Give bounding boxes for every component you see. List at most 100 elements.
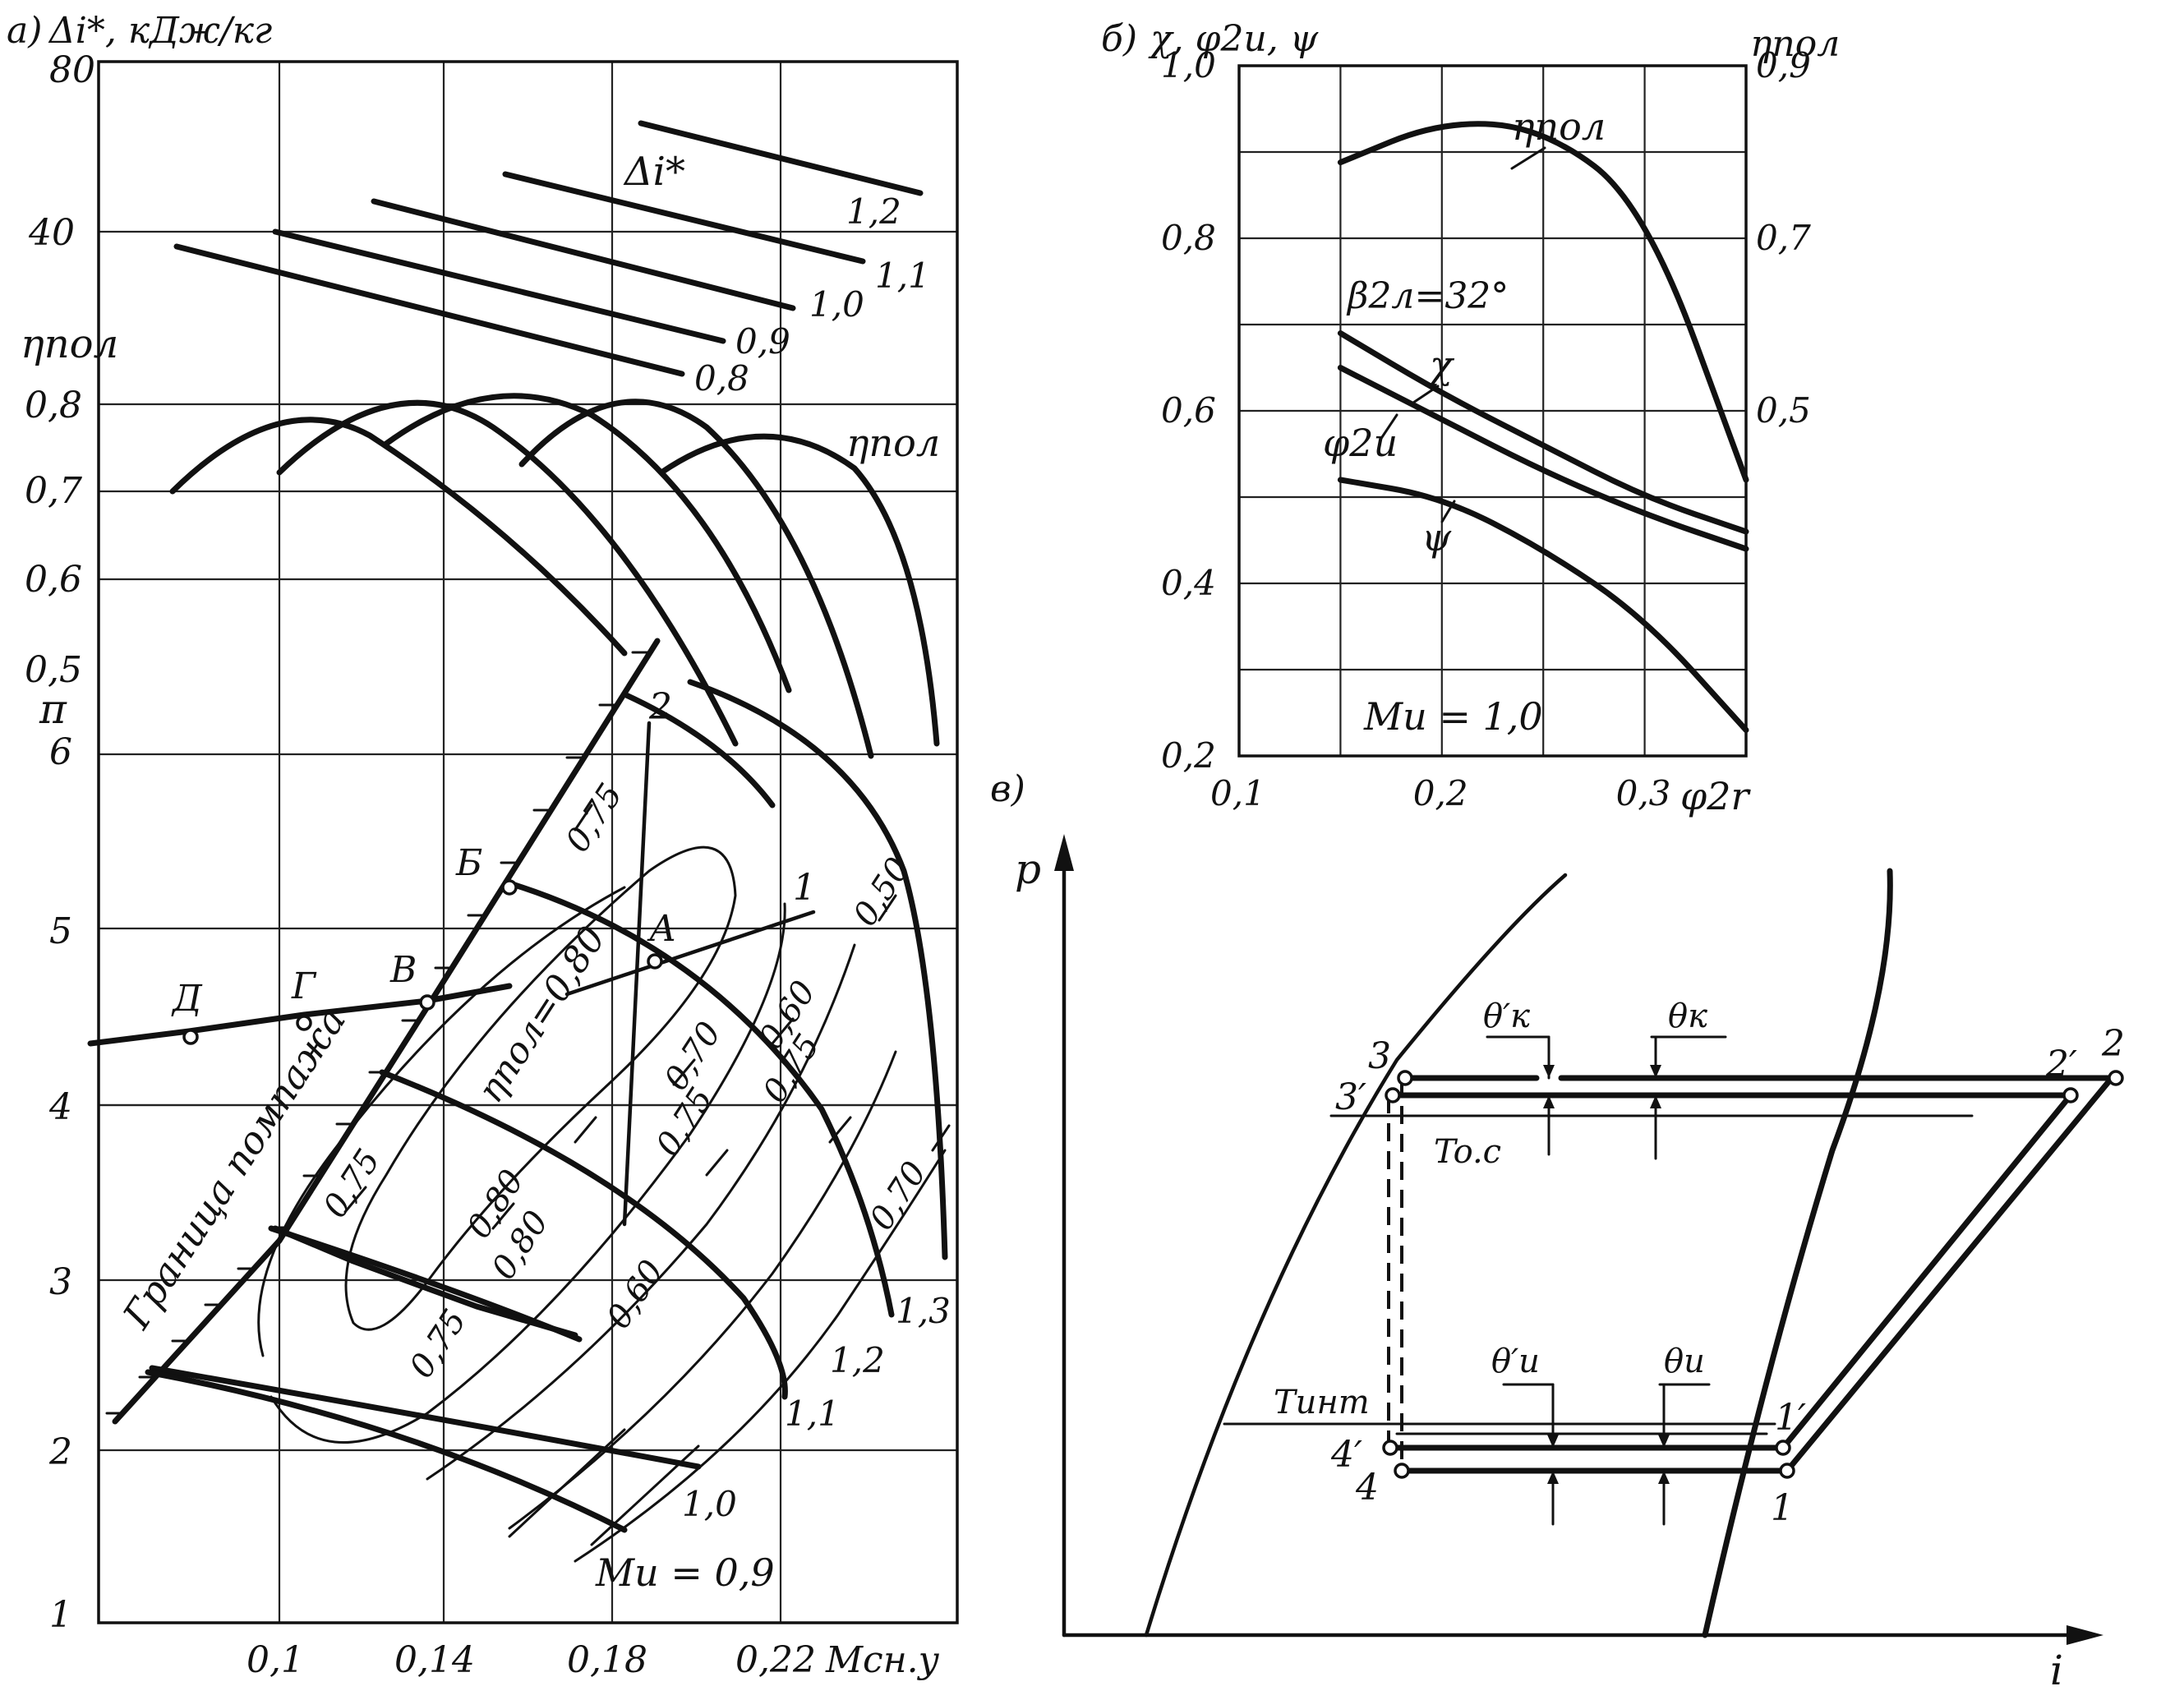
eta-curves [169,393,940,759]
x-tick: 0,22 [735,1639,816,1681]
eta-tick: 0,6 [25,559,82,601]
chi-series-label: χ [1427,343,1455,387]
pi-tick: 6 [49,731,72,773]
p-axis-arrow-icon [1054,834,1074,871]
eta-curve-title: ηпол [846,421,940,465]
panel-a-label: а) [7,10,42,52]
saturated-vapor-curve [1702,868,1893,1638]
eta-tick: 0,7 [25,470,82,512]
di-tick: 40 [28,212,75,254]
point-label: 1 [793,867,816,909]
state-label: 3 [1368,1035,1391,1077]
point-D [182,1029,199,1045]
saturated-liquid-curve [1144,873,1568,1638]
panel-b-series-line [1337,121,1749,483]
theta-k-label: θк [1668,997,1707,1035]
state-points [1382,1070,2124,1479]
mu-label: 1,3 [896,1291,951,1331]
state-labels: 3 3′ 2′ 2 4′ 4 1′ 1 [1330,1023,2125,1529]
panel-b-label: б) [1101,18,1137,60]
temperature-lines [1223,1114,1974,1435]
panel-b-series-line [1337,330,1749,535]
point-label: Б [455,842,482,884]
i-axis-label: i [2050,1647,2063,1694]
panel-b-y-tick: 0,8 [1161,218,1216,258]
point-G [296,1015,312,1031]
contour-label: 0,60 [600,1254,671,1336]
theta-k-prime-label: θ′к [1483,997,1530,1035]
point-label: А [647,908,676,950]
cycle-lines [1389,1075,2115,1474]
x-tick: 0,1 [247,1639,304,1681]
tint-label: Tинт [1274,1384,1370,1421]
panel-b-y-tick: 0,6 [1161,390,1216,431]
mu-label: 1,2 [830,1340,885,1380]
panel-b-y2-label: ηпол [1750,23,1840,65]
contour-label: 0,70 [863,1155,934,1237]
point-labels: Д Г В Б А 1 2 [171,686,816,1020]
point-label: 2 [648,686,672,728]
panel-b-y2-tick: 0,5 [1756,390,1811,431]
point-label: Г [291,965,317,1007]
di-tick: 80 [49,49,95,91]
x-axis-label: Mсн.у [825,1639,940,1681]
panel-b-leaders [1379,146,1546,523]
eta-tick: 0,5 [25,649,82,691]
eta-contour-label: ηпол=0,80 [469,919,614,1110]
pi-tick: 4 [48,1086,72,1128]
contour-ticks [343,804,951,1546]
panel-b-series [1337,121,1749,733]
psi-series-label: ψ [1421,515,1452,560]
eta-tick: 0,8 [25,385,82,426]
operating-line-1 [564,910,816,997]
state-point-4-prime [1382,1440,1398,1456]
theta-i-label: θи [1664,1343,1705,1380]
pi-tick: 1 [49,1594,72,1636]
panel-b-x-label: φ2r [1680,774,1751,818]
state-point-4 [1394,1463,1410,1479]
x-tick: 0,18 [567,1639,647,1681]
eta-series-label: ηпол [1512,104,1606,149]
theta-i-prime-label: θ′и [1491,1343,1540,1380]
di-label: 1,0 [809,284,864,325]
panel-b-y-tick: 0,4 [1161,563,1216,603]
state-point-2 [2108,1070,2124,1086]
x-tick: 0,14 [394,1639,475,1681]
state-point-3 [1397,1070,1413,1086]
state-point-2-prime [2062,1087,2079,1103]
mu-caption: Mu = 0,9 [595,1550,775,1595]
efficiency-contours [257,845,947,1563]
p-axis-label: p [1015,845,1041,893]
mu-labels: 1,3 1,2 1,1 1,0 [682,1291,951,1524]
mu-label: 1,0 [682,1484,737,1524]
panel-b-grid [1239,66,1746,756]
contour-label: 0,75 [316,1143,388,1225]
point-A [647,953,663,970]
panel-b-y2-tick: 0,7 [1756,218,1811,258]
panel-a-x-ticks: 0,1 0,14 0,18 0,22 [247,1639,816,1681]
state-label: 2′ [2045,1043,2077,1085]
pi-tick: 2 [48,1431,72,1473]
panel-c-label: в) [990,768,1025,810]
i-axis-arrow-icon [2067,1625,2103,1645]
state-point-3-prime [1385,1087,1401,1103]
dimension-arrow-icons [1543,1065,1670,1484]
pi-tick: 3 [49,1261,72,1303]
state-point-1 [1779,1463,1795,1479]
contour-label: 0,75 [649,1081,721,1163]
temperature-labels: θ′к θк θ′и θи To.c Tинт [1274,997,1707,1421]
panel-a-pi-ticks: 6 5 4 3 2 1 [48,731,72,1636]
state-label: 4′ [1330,1434,1362,1476]
panel-b-y-tick: 0,2 [1161,735,1216,776]
panel-b-mu-caption: Mu = 1,0 [1363,694,1543,739]
panel-a-eta-ticks: 0,8 0,7 0,6 0,5 [25,385,82,691]
surge-boundary-line [112,638,661,1425]
operating-points [182,879,663,1045]
mu-line-09 [272,1225,578,1338]
panel-b-frame [1237,64,1748,758]
panel-a-y-label: Δi*, кДж/кг [48,10,272,52]
dimension-marks [1486,1035,1727,1526]
panel-b-y-label: χ, φ2u, ψ [1148,18,1319,60]
panel-a-frame [97,60,959,1624]
